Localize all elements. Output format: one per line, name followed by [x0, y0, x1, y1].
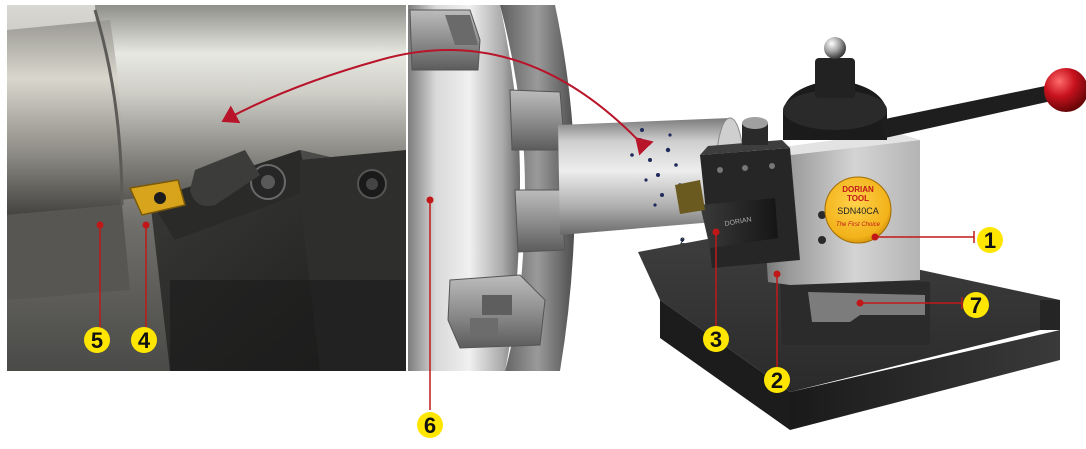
callout-6: 6: [417, 412, 443, 438]
logo-line1: DORIAN: [842, 185, 874, 194]
leader-dot-6: [426, 196, 434, 204]
callout-1: 1: [977, 227, 1003, 253]
svg-text:DORIAN: DORIAN: [724, 216, 752, 228]
callout-1-label: 1: [984, 228, 996, 253]
callout-5: 5: [84, 327, 110, 353]
callout-3-label: 3: [710, 327, 722, 352]
lathe-chuck: [408, 5, 575, 410]
callout-4-label: 4: [138, 328, 151, 353]
tool-post-assembly: DORIAN TOOL SDN40CA The First Choice DOR…: [638, 37, 1086, 430]
svg-text:2: 2: [680, 236, 685, 246]
callout-2-label: 2: [771, 368, 783, 393]
callout-4: 4: [131, 327, 157, 353]
connection-arrow: [221, 49, 654, 156]
logo-line2: TOOL: [847, 194, 869, 203]
callout-2: 2: [764, 367, 790, 393]
callout-7-label: 7: [970, 293, 982, 318]
logo-model: SDN40CA: [837, 206, 879, 216]
closeup-photo: [7, 5, 406, 371]
callout-5-label: 5: [91, 328, 103, 353]
callout-7: 7: [963, 292, 989, 318]
callout-6-label: 6: [424, 413, 436, 438]
brand-logo: DORIAN TOOL SDN40CA The First Choice: [824, 176, 892, 244]
logo-tagline: The First Choice: [836, 222, 881, 228]
callout-3: 3: [703, 326, 729, 352]
